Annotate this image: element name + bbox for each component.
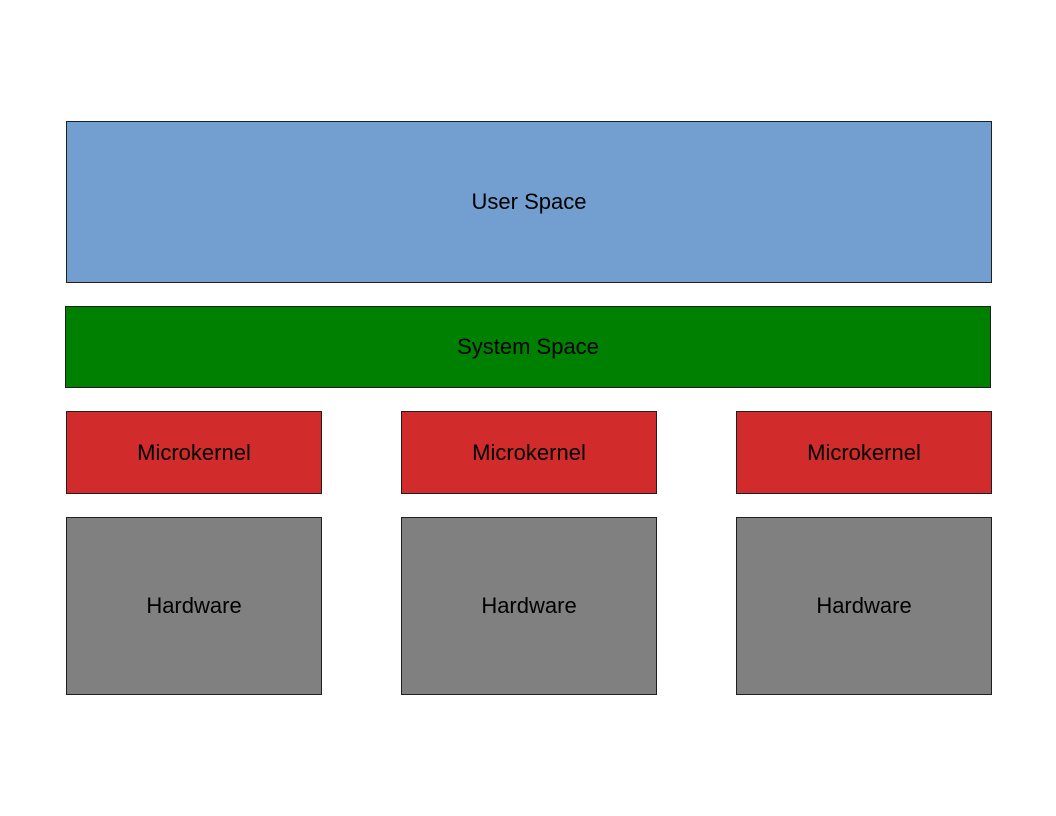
hardware-label: Hardware (816, 593, 912, 618)
user-space-label: User Space (471, 189, 587, 214)
hardware-label: Hardware (146, 593, 242, 618)
user-space-layer: User Space (66, 121, 992, 283)
microkernel-box-3: Microkernel (736, 411, 992, 494)
system-space-layer: System Space (65, 306, 991, 388)
microkernel-label: Microkernel (807, 439, 921, 465)
microkernel-label: Microkernel (472, 439, 586, 465)
microkernel-box-1: Microkernel (66, 411, 322, 494)
hardware-label: Hardware (481, 593, 577, 618)
hardware-box-3: Hardware (736, 517, 992, 695)
microkernel-box-2: Microkernel (401, 411, 657, 494)
system-space-label: System Space (457, 334, 599, 359)
hardware-box-2: Hardware (401, 517, 657, 695)
microkernel-label: Microkernel (137, 439, 251, 465)
hardware-box-1: Hardware (66, 517, 322, 695)
